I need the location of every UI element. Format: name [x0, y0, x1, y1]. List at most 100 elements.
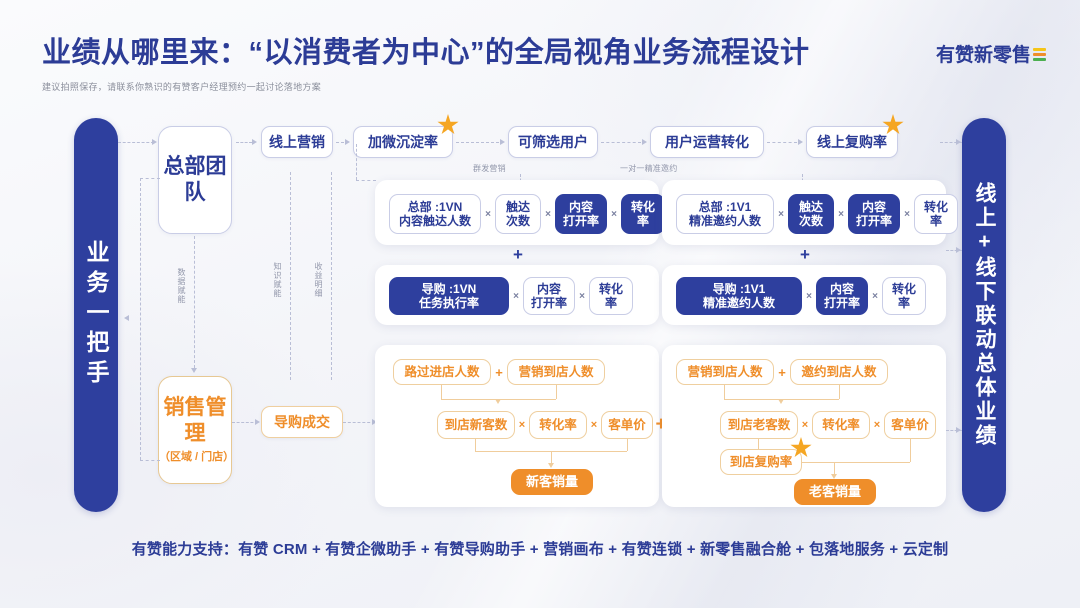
store-panel-new-customers: 路过进店人数 + 营销到店人数 到店新客数 × 转化率 × 客单价 新客销量 — [375, 345, 659, 507]
flow-step-1[interactable]: 线上营销 — [261, 126, 333, 158]
chip-marketing-visitors-2[interactable]: 营销到店人数 — [676, 359, 774, 385]
leftbar-to-hq-line — [118, 142, 154, 143]
store-right-mid-op-1: × — [873, 419, 881, 431]
brand-logo: 有赞新零售 — [936, 40, 1046, 67]
formula-term[interactable]: 内容打开率 — [816, 277, 868, 315]
hq-team-box[interactable]: 总部团队 — [158, 126, 232, 234]
formula-term[interactable]: 转化率 — [882, 277, 926, 315]
flow-connector-arrow-2 — [500, 138, 505, 145]
sales-management-box[interactable]: 销售管理 （区域 / 门店） — [158, 376, 234, 484]
chip-old-customer-sales[interactable]: 老客销量 — [794, 479, 876, 505]
formula-term-line: 次数 — [798, 214, 823, 228]
formula-term-line: 打开率 — [823, 296, 860, 310]
formula-right-plus: + — [800, 245, 810, 264]
store-right-top-plus: + — [778, 364, 786, 380]
leftbar-to-hq-arrow — [152, 138, 157, 145]
feedback-loop-arrow — [124, 315, 129, 321]
formula-operator: × — [611, 208, 617, 220]
label-mass-marketing: 群发营销 — [473, 164, 506, 173]
chip-label: 邀约到店人数 — [801, 364, 877, 379]
hq-to-sales-arrow — [190, 368, 197, 373]
formula-to-rightbar-arrow — [956, 246, 961, 253]
flow-lead-connector — [236, 142, 252, 143]
formula-operator: × — [778, 208, 784, 220]
flow-step-label: 线上营销 — [269, 134, 325, 150]
formula-operator: × — [806, 290, 812, 302]
formula-operator: × — [513, 290, 519, 302]
brace2-left-b — [627, 439, 628, 451]
flow-step-2[interactable]: 加微沉淀率 — [353, 126, 453, 158]
chip-invited-visitors[interactable]: 邀约到店人数 — [790, 359, 888, 385]
formula-operator: × — [872, 290, 878, 302]
chip-label: 营销到店人数 — [687, 364, 763, 379]
flow-connector-arrow-3 — [642, 138, 647, 145]
formula-term[interactable]: 触达次数 — [788, 194, 834, 234]
chip-label: 转化率 — [539, 417, 577, 432]
sales-to-deal-arrow — [255, 418, 260, 425]
chip-avg-order-value[interactable]: 客单价 — [601, 411, 653, 439]
chip-label: 老客销量 — [808, 484, 861, 500]
brace2-left-down — [551, 451, 552, 465]
chip-label: 客单价 — [608, 417, 646, 432]
guide-deal-label: 导购成交 — [274, 414, 330, 430]
chip-label: 到店复购率 — [729, 454, 793, 469]
flow-connector-1 — [336, 142, 344, 143]
formula-term-line: 转化 — [630, 199, 655, 214]
formula-term[interactable]: 内容打开率 — [523, 277, 575, 315]
flow-step-4[interactable]: 用户运营转化 — [650, 126, 764, 158]
chip-passerby-visitors[interactable]: 路过进店人数 — [393, 359, 491, 385]
right-vertical-bar: 线上+线下联动总体业绩 — [962, 118, 1006, 512]
hq-team-label: 总部团队 — [163, 155, 227, 204]
flow-step-5[interactable]: 线上复购率 — [806, 126, 898, 158]
formula-term-line: 内容触达人数 — [398, 214, 471, 228]
chip-label: 路过进店人数 — [404, 364, 480, 379]
flow-step-label: 可筛选用户 — [518, 134, 588, 150]
chip-new-customer-sales[interactable]: 新客销量 — [511, 469, 593, 495]
formula-term[interactable]: 转化率 — [589, 277, 633, 315]
chip-avg-order-value-2[interactable]: 客单价 — [884, 411, 936, 439]
deal-to-store-line — [343, 422, 375, 423]
chip-label: 转化率 — [822, 417, 860, 432]
chip-conversion-rate[interactable]: 转化率 — [529, 411, 587, 439]
footer-capabilities: 有赞能力支持：有赞 CRM + 有赞企微助手 + 有赞导购助手 + 营销画布 +… — [0, 528, 1080, 568]
label-precise-invite: 一对一精准邀约 — [620, 164, 678, 173]
page-title: 业绩从哪里来：“以消费者为中心”的全局视角业务流程设计 — [42, 37, 810, 69]
chip-new-customers[interactable]: 到店新客数 — [437, 411, 515, 439]
flow-branch-left-h — [356, 180, 376, 181]
chip-marketing-visitors[interactable]: 营销到店人数 — [507, 359, 605, 385]
flow-step-3[interactable]: 可筛选用户 — [508, 126, 598, 158]
deal-to-store-arrow — [372, 418, 377, 425]
sales-to-deal-line — [232, 422, 258, 423]
formula-term-line: 转化 — [923, 199, 948, 214]
formula-term-line: 率 — [929, 214, 942, 228]
chip-store-repurchase-rate[interactable]: 到店复购率 — [720, 449, 802, 475]
chip-old-customers[interactable]: 到店老客数 — [720, 411, 798, 439]
formula-term[interactable]: 内容打开率 — [555, 194, 607, 234]
chip-label: 到店老客数 — [727, 417, 791, 432]
formula-term-line: 打开率 — [855, 214, 892, 228]
formula-term-line: 触达 — [798, 199, 823, 214]
chip-conversion-rate-2[interactable]: 转化率 — [812, 411, 870, 439]
formula-term[interactable]: 内容打开率 — [848, 194, 900, 234]
guide-deal-pill[interactable]: 导购成交 — [261, 406, 343, 438]
formula-term-line: 总部 :1VN — [407, 199, 463, 214]
brace-right-a — [724, 385, 725, 399]
formula-term[interactable]: 转化率 — [914, 194, 958, 234]
formula-term-line: 打开率 — [530, 296, 567, 310]
formula-term[interactable]: 转化率 — [621, 194, 665, 234]
hq-to-sales-line — [194, 236, 195, 368]
revenue-line — [331, 172, 332, 380]
flow-connector-3 — [601, 142, 641, 143]
formula-term-line: 精准邀约人数 — [688, 214, 761, 228]
formula-term[interactable]: 触达次数 — [495, 194, 541, 234]
